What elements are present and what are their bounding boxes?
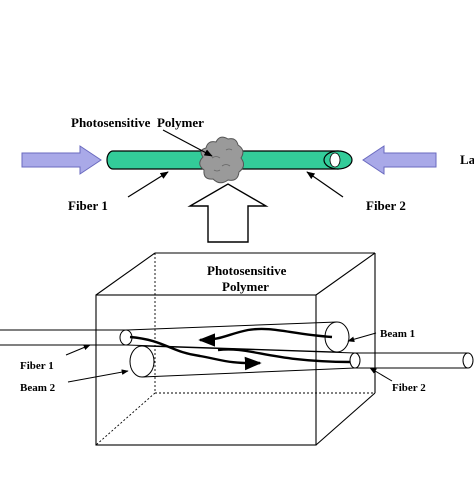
transition-arrow — [187, 183, 269, 243]
fiber-1-leader-line — [127, 171, 169, 198]
beam-1-leader — [347, 332, 377, 342]
bottom-fiber-2 — [129, 345, 474, 378]
fiber-1 — [106, 150, 223, 170]
beam-2-path — [129, 335, 262, 371]
bottom-diagram: Photosensitive Polymer Fiber 1 Beam 2 Be… — [0, 252, 474, 446]
polymer-blob — [199, 136, 245, 184]
fiber-2-core — [329, 152, 341, 168]
beam-1-exit-path — [217, 348, 351, 364]
beam-1-path — [198, 327, 333, 347]
bottom-fiber-2-label: Fiber 2 — [392, 382, 426, 394]
fiber-2 — [231, 150, 339, 170]
bottom-polymer-label-1: Photosensitive — [207, 263, 287, 278]
beam-2-leader — [67, 369, 129, 383]
top-polymer-label: Photosensitive Polymer — [71, 115, 204, 130]
top-fiber-2-label: Fiber 2 — [366, 198, 406, 213]
laser-arrow-left — [21, 145, 102, 175]
bottom-fiber-1-leader — [65, 344, 91, 356]
laser-arrow-right — [362, 145, 437, 175]
top-diagram: Photosensitive Polymer Fiber 1 Fiber 2 L… — [21, 115, 474, 213]
bottom-fiber-1-label: Fiber 1 — [20, 360, 54, 372]
beam-2-label: Beam 2 — [20, 382, 56, 394]
bottom-polymer-label-2: Polymer — [222, 279, 269, 294]
bottom-fiber-2-leader — [369, 367, 393, 382]
laser-label: La — [460, 152, 474, 167]
fiber-2-leader-line — [306, 171, 344, 198]
polymer-leader-line — [162, 129, 213, 157]
beam-1-label: Beam 1 — [380, 328, 415, 340]
top-fiber-1-label: Fiber 1 — [68, 198, 108, 213]
